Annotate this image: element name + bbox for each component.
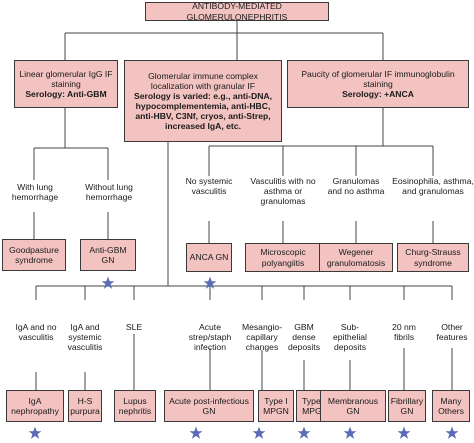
star-icon-post-infectious	[189, 426, 203, 439]
node-paucity-text: Paucity of glomerular IF immunoglobulin …	[301, 68, 455, 89]
box-churg-strauss-syndrome: Churg-Strauss syndrome	[397, 243, 469, 272]
node-linear-igg: Linear glomerular IgG IF staining Serolo…	[14, 60, 118, 108]
box-acute-post-infectious-gn: Acute post-infectious GN	[164, 390, 254, 422]
box-lupus-nephritis: Lupus nephritis	[114, 390, 156, 422]
box-anca-gn: ANCA GN	[186, 243, 232, 272]
star-icon-iga-nephropathy	[28, 426, 42, 439]
node-linear-serology: Serology: Anti-GBM	[25, 89, 107, 100]
label-iga-systemic-vasculitis: IgA and systemic vasculitis	[60, 322, 110, 372]
box-membranous-gn: Membranous GN	[320, 390, 386, 422]
label-iga-no-vasculitis: IgA and no vasculitis	[14, 322, 58, 372]
label-gbm-dense-deposits: GBM dense deposits	[287, 322, 321, 360]
label-20nm-fibrils: 20 nm fibrils	[386, 322, 422, 348]
star-icon-type-i-mpgn	[252, 426, 266, 439]
label-without-lung-hemorrhage: Without lung hemorrhage	[72, 182, 146, 212]
label-sle: SLE	[118, 322, 150, 334]
box-iga-nephropathy: IgA nephropathy	[6, 390, 64, 422]
label-eosinophilia: Eosinophilia, asthma, and granulomas	[392, 176, 474, 221]
star-icon-membranous	[343, 426, 357, 439]
box-many-others: Many Others	[432, 390, 470, 422]
root-label: ANTIBODY-MEDIATED GLOMERULONEPHRITIS	[186, 1, 288, 22]
label-no-systemic-vasculitis: No systemic vasculitis	[184, 176, 234, 221]
node-linear-text: Linear glomerular IgG IF staining	[19, 68, 113, 89]
box-goodpasture-syndrome: Goodpasture syndrome	[2, 239, 66, 271]
star-icon-fibrillary	[397, 426, 411, 439]
label-acute-strep-staph: Acute strep/staph infection	[180, 322, 240, 352]
box-type-i-mpgn: Type I MPGN	[258, 390, 294, 422]
star-icon-anti-gbm	[101, 276, 115, 289]
box-wegener-granulomatosis: Wegener granulomatosis	[319, 243, 393, 272]
node-granular-serology: Serology is varied: e.g., anti-DNA, hypo…	[133, 90, 272, 132]
label-mesangiocapillary: Mesangio-capillary changes	[236, 322, 288, 352]
label-vasculitis-no-asthma: Vasculitis with no asthma or granulomas	[245, 176, 321, 221]
box-hs-purpura: H-S purpura	[68, 390, 102, 422]
label-subepithelial-deposits: Sub-epithelial deposits	[324, 322, 376, 360]
label-other-features: Other features	[432, 322, 472, 348]
star-icon-anca	[203, 276, 217, 289]
box-fibrillary-gn: Fibrillary GN	[388, 390, 426, 422]
star-icon-many-others	[445, 426, 459, 439]
star-icon-type-ii-mpgn	[297, 426, 311, 439]
node-granular-ic: Glomerular immune complex localization w…	[124, 60, 282, 142]
node-paucity-serology: Serology: +ANCA	[342, 89, 414, 100]
label-with-lung-hemorrhage: With lung hemorrhage	[4, 182, 66, 212]
box-anti-gbm-gn: Anti-GBM GN	[80, 239, 136, 271]
root-node: ANTIBODY-MEDIATED GLOMERULONEPHRITIS	[145, 1, 329, 22]
label-granulomas-no-asthma: Granulomas and no asthma	[326, 176, 386, 221]
node-paucity-if: Paucity of glomerular IF immunoglobulin …	[287, 60, 469, 108]
box-microscopic-polyangiitis: Microscopic polyangiitis	[245, 243, 321, 272]
node-granular-text: Glomerular immune complex localization w…	[148, 70, 258, 91]
